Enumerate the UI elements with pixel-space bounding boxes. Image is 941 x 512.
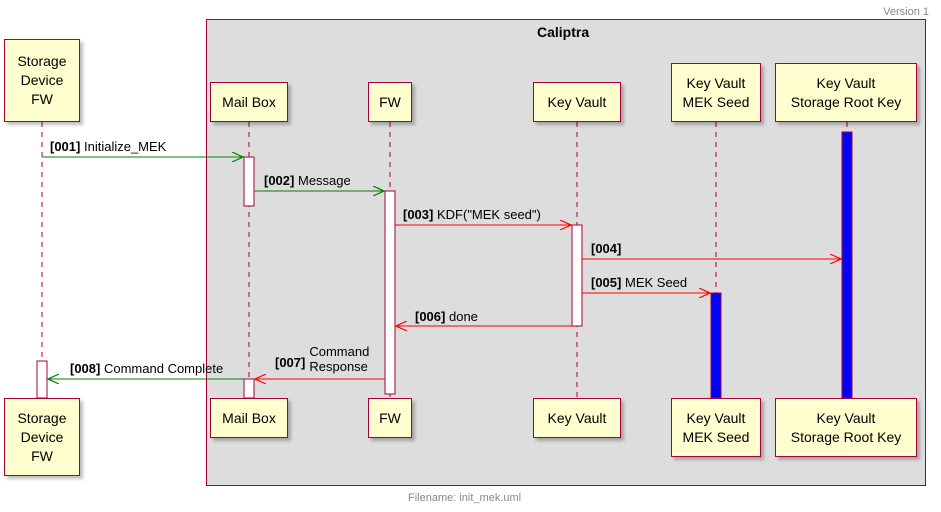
filename-label: Filename: init_mek.uml xyxy=(408,492,522,504)
participant-storage-top: Storage Device FW xyxy=(4,39,80,122)
activation-fw xyxy=(384,190,396,395)
message-006: [006] done xyxy=(415,309,478,324)
version-label: Version 1 xyxy=(883,6,929,18)
message-005: [005] MEK Seed xyxy=(591,275,688,290)
participant-keyvault-bottom: Key Vault xyxy=(533,398,621,438)
group-title: Caliptra xyxy=(537,24,590,40)
activation-mailbox-1 xyxy=(243,156,255,207)
participant-srk-top: Key Vault Storage Root Key xyxy=(775,63,917,122)
activation-srk xyxy=(841,131,853,399)
participant-keyvault-top: Key Vault xyxy=(533,82,621,122)
message-004: [004] xyxy=(591,241,622,256)
message-003: [003] KDF("MEK seed") xyxy=(403,207,541,222)
participant-mailbox-top: Mail Box xyxy=(210,82,288,122)
participant-srk-bottom: Key Vault Storage Root Key xyxy=(775,398,917,457)
participant-fw-top: FW xyxy=(368,82,412,122)
activation-keyvault xyxy=(571,224,583,327)
participant-mailbox-bottom: Mail Box xyxy=(210,398,288,438)
message-007: [007] Command Response xyxy=(275,344,370,374)
activation-mekseed xyxy=(710,292,722,399)
participant-mekseed-top: Key Vault MEK Seed xyxy=(671,63,761,122)
activation-storage xyxy=(36,360,48,399)
message-002: [002] Message xyxy=(264,173,351,188)
message-008: [008] Command Complete xyxy=(70,361,224,376)
activation-mailbox-2 xyxy=(243,378,255,399)
participant-mekseed-bottom: Key Vault MEK Seed xyxy=(671,398,761,457)
participant-fw-bottom: FW xyxy=(368,398,412,438)
participant-storage-bottom: Storage Device FW xyxy=(4,398,80,476)
message-001: [001] Initialize_MEK xyxy=(50,139,167,154)
